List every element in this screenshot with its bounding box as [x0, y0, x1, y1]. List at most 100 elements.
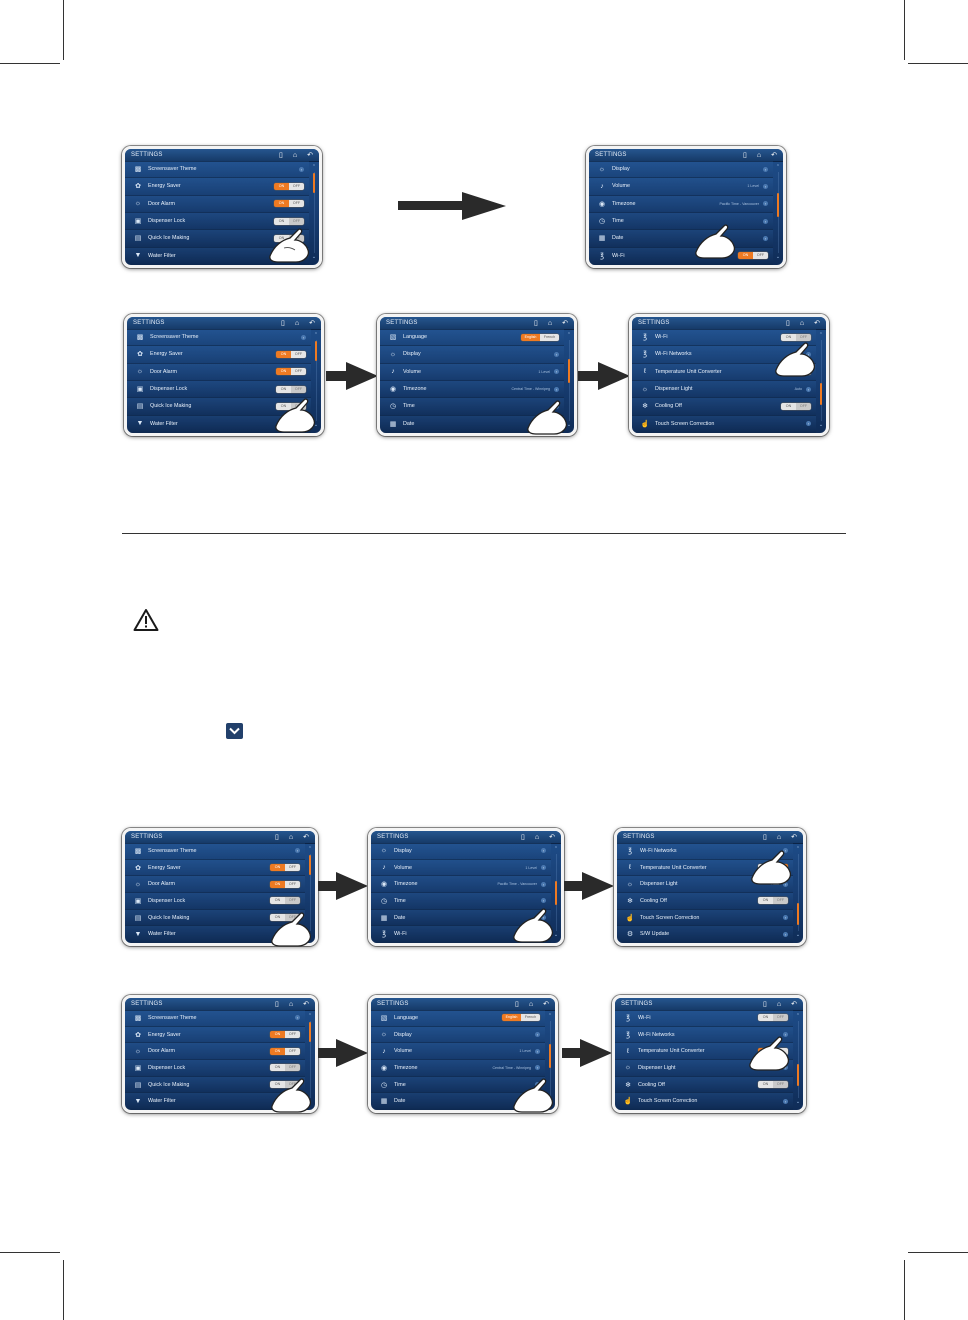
row-wifi-networks[interactable]: ℥Wi-Fi Networks›: [632, 346, 816, 364]
chevron-right-icon[interactable]: ›: [554, 421, 559, 427]
chevron-right-icon[interactable]: ›: [541, 848, 546, 854]
back-icon[interactable]: ↶: [309, 319, 315, 327]
row-touch-correction[interactable]: ☝Touch Screen Correction›: [632, 415, 816, 433]
home-icon[interactable]: ⌂: [776, 1000, 782, 1008]
back-icon[interactable]: ↶: [543, 1000, 549, 1008]
chevron-right-icon[interactable]: ›: [535, 1065, 540, 1071]
chevron-right-icon[interactable]: ›: [806, 351, 811, 357]
chevron-right-icon[interactable]: ›: [783, 1032, 788, 1037]
chevron-right-icon[interactable]: ›: [763, 166, 768, 172]
scrollbar[interactable]: ⌃⌄: [818, 332, 824, 428]
home-icon[interactable]: ⌂: [294, 319, 300, 327]
row-display[interactable]: ☼Display›: [371, 1026, 545, 1044]
filter-icon[interactable]: ▯: [743, 151, 747, 159]
row-time[interactable]: ◷Time›: [371, 1076, 545, 1094]
row-date[interactable]: ▦Date›: [380, 415, 564, 433]
filter-icon[interactable]: ▯: [515, 1000, 519, 1008]
chevron-right-icon[interactable]: ›: [763, 235, 768, 241]
row-screensaver-theme[interactable]: ▩Screensaver Theme›: [125, 161, 309, 179]
chevron-right-icon[interactable]: ›: [783, 931, 788, 937]
scrollbar[interactable]: ⌃⌄: [775, 164, 781, 260]
filter-icon[interactable]: ▯: [521, 833, 525, 841]
chevron-right-icon[interactable]: ›: [295, 1015, 300, 1021]
row-display[interactable]: ☼Display›: [371, 843, 551, 860]
chevron-right-icon[interactable]: ›: [554, 351, 559, 357]
chevron-right-icon[interactable]: ›: [763, 218, 768, 224]
chevron-right-icon[interactable]: ›: [299, 253, 304, 259]
chevron-right-icon[interactable]: ›: [535, 1032, 540, 1037]
row-time[interactable]: ◷Time›: [589, 212, 773, 231]
filter-icon[interactable]: ▯: [763, 833, 767, 841]
chevron-right-icon[interactable]: ›: [541, 898, 546, 904]
row-screensaver-theme[interactable]: ▩Screensaver Theme›: [127, 329, 311, 347]
chevron-right-icon[interactable]: ›: [299, 166, 304, 172]
back-icon[interactable]: ↶: [549, 833, 555, 841]
chevron-right-icon[interactable]: ›: [554, 369, 559, 375]
chevron-right-icon[interactable]: ›: [541, 915, 546, 921]
home-icon[interactable]: ⌂: [288, 833, 294, 841]
back-icon[interactable]: ↶: [771, 151, 777, 159]
row-date[interactable]: ▦Date›: [371, 909, 551, 927]
chevron-right-icon[interactable]: ›: [783, 1098, 788, 1104]
scrollbar[interactable]: ⌃⌄: [307, 846, 313, 938]
chevron-right-icon[interactable]: ›: [763, 201, 768, 207]
home-icon[interactable]: ⌂: [534, 833, 540, 841]
scrollbar[interactable]: ⌃⌄: [311, 164, 317, 260]
row-sw-update[interactable]: ⚙S/W Update›: [617, 926, 793, 943]
filter-icon[interactable]: ▯: [763, 1000, 767, 1008]
chevron-right-icon[interactable]: ›: [783, 1065, 788, 1071]
temp-unit-toggle[interactable]: [758, 864, 788, 871]
scrollbar[interactable]: ⌃⌄: [795, 1013, 801, 1105]
chevron-right-icon[interactable]: ›: [763, 183, 768, 189]
chevron-right-icon[interactable]: ›: [783, 915, 788, 921]
back-icon[interactable]: ↶: [303, 833, 309, 841]
row-date[interactable]: ▦Date›: [371, 1093, 545, 1110]
home-icon[interactable]: ⌂: [756, 151, 762, 159]
back-icon[interactable]: ↶: [814, 319, 820, 327]
scrollbar[interactable]: ⌃⌄: [313, 332, 319, 428]
back-icon[interactable]: ↶: [791, 1000, 797, 1008]
row-time[interactable]: ◷Time›: [380, 398, 564, 416]
chevron-right-icon[interactable]: ›: [301, 421, 306, 427]
temp-unit-toggle[interactable]: [758, 1047, 788, 1055]
